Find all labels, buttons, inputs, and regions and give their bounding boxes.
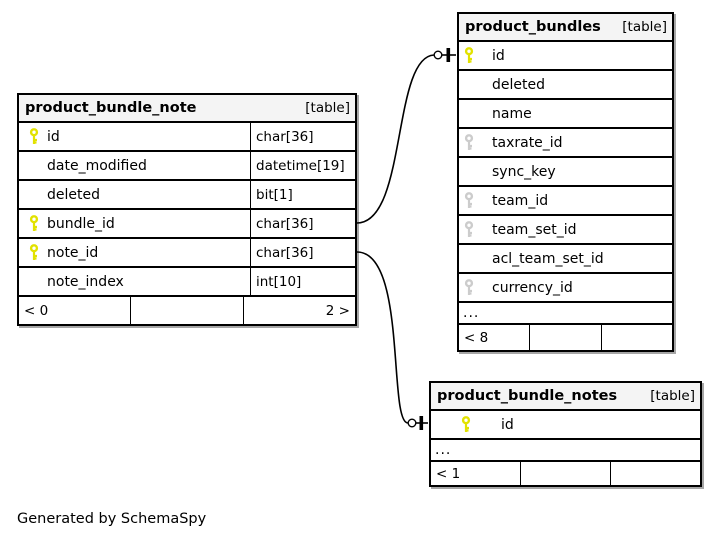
table-footer: < 8 xyxy=(459,325,672,350)
column-name-cell: name xyxy=(459,100,672,127)
table-product_bundle_notes[interactable]: product_bundle_notes [table] id... < 1 xyxy=(429,381,702,487)
column-row-sync_key: sync_key xyxy=(459,158,672,187)
relationship-tee-marker xyxy=(446,48,451,62)
table-header: product_bundle_notes [table] xyxy=(431,383,700,411)
column-name-cell: note_id xyxy=(19,239,251,266)
column-name-cell: taxrate_id xyxy=(459,129,672,156)
more-columns-ellipsis: ... xyxy=(459,303,672,325)
primary-key-icon xyxy=(461,416,471,433)
relationship-tee-marker xyxy=(419,416,424,430)
column-row-deleted: deleted bit[1] xyxy=(19,181,355,210)
column-name-label: id xyxy=(492,47,505,64)
more-columns-ellipsis: ... xyxy=(431,440,700,462)
primary-key-icon xyxy=(29,128,39,145)
column-name-cell: id xyxy=(431,411,700,438)
generated-by-text: Generated by SchemaSpy xyxy=(17,511,207,527)
column-name-cell: sync_key xyxy=(459,158,672,185)
table-type-badge: [table] xyxy=(622,19,667,35)
column-row-team_id: team_id xyxy=(459,187,672,216)
relationship-circle-marker xyxy=(407,418,417,428)
table-header: product_bundle_note [table] xyxy=(19,95,355,123)
table-title[interactable]: product_bundle_note xyxy=(25,100,197,116)
table-header: product_bundles [table] xyxy=(459,14,672,42)
footer-cell-left: < 8 xyxy=(464,329,489,346)
table-title[interactable]: product_bundles xyxy=(465,19,601,35)
primary-key-icon xyxy=(464,47,474,64)
footer-cell-center xyxy=(130,297,242,324)
column-name-cell: acl_team_set_id xyxy=(459,245,672,272)
column-name-cell: bundle_id xyxy=(19,210,251,237)
primary-key-icon xyxy=(29,244,39,261)
table-footer: < 0 2 > xyxy=(19,297,355,324)
column-name-label: note_id xyxy=(47,244,99,261)
foreign-key-icon xyxy=(464,279,474,296)
footer-cell-left: < 1 xyxy=(436,465,461,482)
column-row-currency_id: currency_id xyxy=(459,274,672,303)
foreign-key-icon xyxy=(464,221,474,238)
column-row-name: name xyxy=(459,100,672,129)
column-type-label: bit[1] xyxy=(256,186,293,203)
relationship-bundle_id-to-product_bundles[interactable] xyxy=(356,48,456,224)
primary-key-icon xyxy=(29,215,39,232)
column-row-note_index: note_index int[10] xyxy=(19,268,355,297)
footer-cell-right: 2 > xyxy=(242,297,355,324)
column-name-cell: currency_id xyxy=(459,274,672,301)
column-name-cell: deleted xyxy=(19,181,251,208)
column-type-label: int[10] xyxy=(256,273,302,290)
table-footer: < 1 xyxy=(431,462,700,485)
column-type-label: datetime[19] xyxy=(256,157,345,174)
column-row-taxrate_id: taxrate_id xyxy=(459,129,672,158)
foreign-key-icon xyxy=(464,134,474,151)
column-name-label: note_index xyxy=(47,273,124,290)
foreign-key-icon xyxy=(464,192,474,209)
column-row-date_modified: date_modified datetime[19] xyxy=(19,152,355,181)
table-product_bundles[interactable]: product_bundles [table] id deleted name taxra… xyxy=(457,12,674,352)
column-name-cell: date_modified xyxy=(19,152,251,179)
column-name-label: team_set_id xyxy=(492,221,577,238)
table-type-badge: [table] xyxy=(305,100,350,116)
column-row-id: id xyxy=(431,411,700,440)
column-name-label: team_id xyxy=(492,192,549,209)
column-row-id: id xyxy=(459,42,672,71)
column-name-label: acl_team_set_id xyxy=(492,250,604,267)
column-name-label: currency_id xyxy=(492,279,573,296)
table-product_bundle_note[interactable]: product_bundle_note [table] id char[36] date… xyxy=(17,93,357,326)
column-name-cell: team_set_id xyxy=(459,216,672,243)
column-name-cell: id xyxy=(459,42,672,69)
table-type-badge: [table] xyxy=(650,388,695,404)
table-title[interactable]: product_bundle_notes xyxy=(437,388,618,404)
footer-cell-right xyxy=(610,462,700,485)
column-name-cell: id xyxy=(19,123,251,150)
column-name-label: id xyxy=(501,416,514,433)
column-type-label: char[36] xyxy=(256,244,314,261)
footer-cell-right xyxy=(600,325,672,350)
relationship-note_id-to-product_bundle_notes[interactable] xyxy=(356,251,428,430)
column-name-cell: team_id xyxy=(459,187,672,214)
footer-cell-left: < 0 xyxy=(24,302,49,319)
column-row-bundle_id: bundle_id char[36] xyxy=(19,210,355,239)
column-type-label: char[36] xyxy=(256,215,314,232)
footer-cell-center xyxy=(520,462,610,485)
column-name-cell: deleted xyxy=(459,71,672,98)
column-name-label: sync_key xyxy=(492,163,556,180)
column-row-note_id: note_id char[36] xyxy=(19,239,355,268)
column-name-label: name xyxy=(492,105,532,122)
relationship-circle-marker xyxy=(433,50,443,60)
column-row-id: id char[36] xyxy=(19,123,355,152)
column-row-team_set_id: team_set_id xyxy=(459,216,672,245)
column-row-acl_team_set_id: acl_team_set_id xyxy=(459,245,672,274)
column-name-label: id xyxy=(47,128,60,145)
column-name-cell: note_index xyxy=(19,268,251,295)
footer-cell-center xyxy=(529,325,600,350)
column-name-label: deleted xyxy=(47,186,100,203)
column-name-label: deleted xyxy=(492,76,545,93)
column-name-label: bundle_id xyxy=(47,215,115,232)
column-name-label: date_modified xyxy=(47,157,147,174)
column-type-label: char[36] xyxy=(256,128,314,145)
column-row-deleted: deleted xyxy=(459,71,672,100)
column-name-label: taxrate_id xyxy=(492,134,563,151)
